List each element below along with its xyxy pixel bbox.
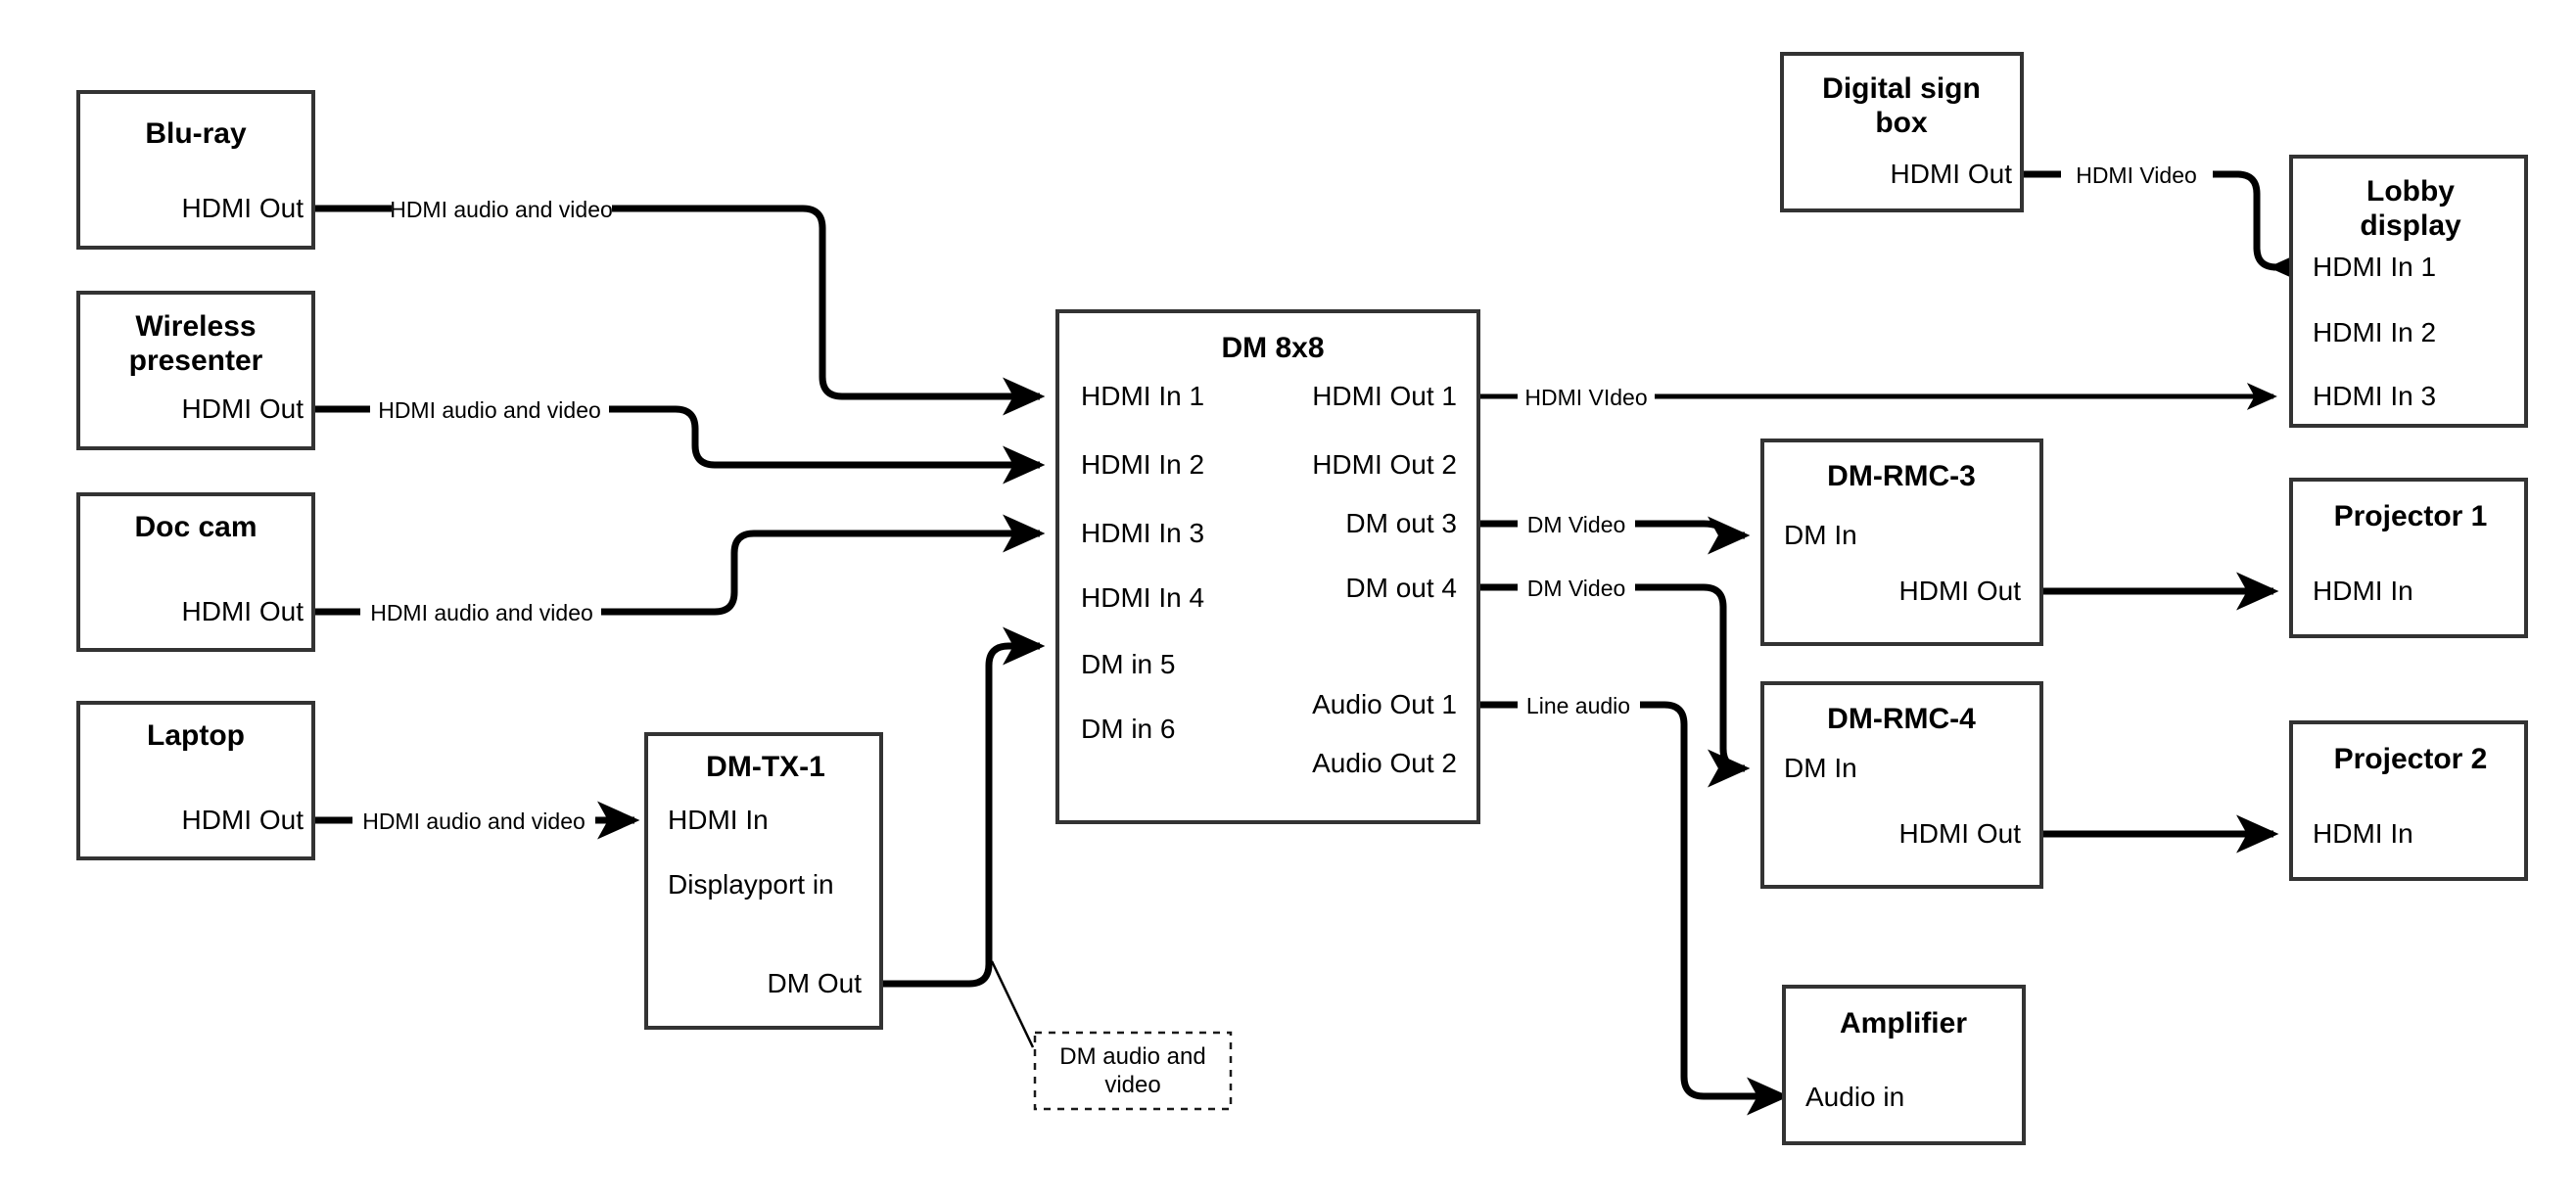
device-digital-sign-box-title-line2: box: [1875, 107, 1928, 139]
switcher-input-hdmi-in-4: HDMI In 4: [1081, 582, 1204, 613]
switcher-output-hdmi-out-2: HDMI Out 2: [1312, 449, 1457, 480]
device-digital-sign-box-port-out: HDMI Out: [1891, 159, 2013, 189]
device-projector-1-title: Projector 1: [2334, 500, 2488, 532]
device-dm-tx-1-port-hdmi-in: HDMI In: [668, 805, 769, 835]
device-dm-8x8-title: DM 8x8: [1221, 332, 1324, 364]
switcher-input-dm-in-5: DM in 5: [1081, 649, 1175, 679]
switcher-input-hdmi-in-1: HDMI In 1: [1081, 381, 1204, 411]
device-dm-8x8-frame: [1055, 309, 1480, 824]
device-lobby-display-title-line2: display: [2360, 209, 2461, 242]
wire-label-switcher-out3: DM Video: [1527, 512, 1626, 537]
device-bluray-port-out: HDMI Out: [182, 193, 304, 223]
device-dm-8x8-switcher[interactable]: DM 8x8 HDMI In 1 HDMI In 2 HDMI In 3 HDM…: [1055, 309, 1480, 824]
device-amplifier-frame: [1782, 985, 2026, 1145]
device-laptop-frame: [76, 701, 315, 860]
switcher-output-audio-out-1: Audio Out 1: [1312, 689, 1457, 719]
device-wireless-presenter[interactable]: Wireless presenter HDMI Out: [76, 291, 315, 450]
switcher-output-dm-out-4: DM out 4: [1345, 573, 1457, 603]
wire-switcher-out4-to-rmc4: [1478, 583, 1745, 768]
wire-label-switcher-audio1: Line audio: [1526, 693, 1630, 718]
device-amplifier-title: Amplifier: [1840, 1007, 1967, 1039]
switcher-input-hdmi-in-3: HDMI In 3: [1081, 518, 1204, 548]
wire-label-laptop: HDMI audio and video: [362, 808, 585, 834]
callout-note-line2: video: [1104, 1072, 1160, 1098]
wire-bluray-to-switcher: [313, 205, 1040, 396]
wire-label-switcher-out1: HDMI VIdeo: [1524, 385, 1647, 410]
device-projector-2-title: Projector 2: [2334, 743, 2488, 775]
wire-wireless-to-switcher: [313, 405, 1040, 465]
switcher-output-audio-out-2: Audio Out 2: [1312, 748, 1457, 778]
device-projector-1[interactable]: Projector 1 HDMI In: [2289, 478, 2528, 638]
switcher-input-hdmi-in-2: HDMI In 2: [1081, 449, 1204, 480]
device-dm-rmc-4-port-in: DM In: [1784, 753, 1857, 783]
device-dm-tx-1-title: DM-TX-1: [706, 751, 825, 783]
device-digital-sign-box-frame: [1780, 52, 2024, 212]
switcher-input-dm-in-6: DM in 6: [1081, 714, 1175, 744]
device-dm-tx-1-frame: [644, 732, 883, 1030]
device-dm-rmc-4-title: DM-RMC-4: [1827, 703, 1976, 735]
wire-sign-to-lobby: [2022, 170, 2276, 267]
device-wireless-presenter-title-line1: Wireless: [135, 310, 256, 343]
device-bluray-frame: [76, 90, 315, 250]
wire-label-wireless: HDMI audio and video: [378, 397, 601, 423]
device-dm-rmc-3-frame: [1760, 439, 2043, 646]
device-lobby-display[interactable]: Lobby display HDMI In 1 HDMI In 2 HDMI I…: [2289, 155, 2528, 428]
device-dm-tx-1-port-dp-in: Displayport in: [668, 869, 834, 900]
device-dm-rmc-3-port-in: DM In: [1784, 520, 1857, 550]
wire-switcher-out3-to-rmc3: [1478, 524, 1745, 535]
device-doc-cam-title: Doc cam: [134, 511, 257, 543]
device-dm-rmc-4-port-out: HDMI Out: [1899, 818, 2022, 849]
device-dm-rmc-4[interactable]: DM-RMC-4 DM In HDMI Out: [1760, 681, 2043, 889]
device-dm-tx-1-port-dm-out: DM Out: [768, 968, 863, 998]
device-doc-cam[interactable]: Doc cam HDMI Out: [76, 492, 315, 652]
device-lobby-display-title-line1: Lobby: [2366, 175, 2455, 208]
wire-label-doccam: HDMI audio and video: [370, 600, 593, 625]
device-doc-cam-frame: [76, 492, 315, 652]
device-projector-2-port-in: HDMI In: [2313, 818, 2413, 849]
wire-label-bluray: HDMI audio and video: [390, 197, 613, 222]
device-laptop-port-out: HDMI Out: [182, 805, 304, 835]
device-amplifier[interactable]: Amplifier Audio in: [1782, 985, 2026, 1145]
device-dm-rmc-3-port-out: HDMI Out: [1899, 576, 2022, 606]
wire-doccam-to-switcher: [313, 533, 1040, 616]
device-bluray[interactable]: Blu-ray HDMI Out: [76, 90, 315, 250]
wire-label-sign: HDMI Video: [2076, 162, 2197, 188]
switcher-output-dm-out-3: DM out 3: [1345, 508, 1457, 538]
device-amplifier-port-in: Audio in: [1805, 1082, 1904, 1112]
lobby-display-input-hdmi-in-1: HDMI In 1: [2313, 252, 2436, 282]
device-laptop[interactable]: Laptop HDMI Out: [76, 701, 315, 860]
switcher-output-hdmi-out-1: HDMI Out 1: [1312, 381, 1457, 411]
device-projector-1-frame: [2289, 478, 2528, 638]
lobby-display-input-hdmi-in-3: HDMI In 3: [2313, 381, 2436, 411]
note-leader-line: [990, 960, 1035, 1048]
device-bluray-title: Blu-ray: [145, 117, 247, 150]
device-wireless-presenter-frame: [76, 291, 315, 450]
callout-note-frame: [1033, 1031, 1233, 1111]
device-digital-sign-box-title-line1: Digital sign: [1822, 72, 1981, 105]
device-wireless-presenter-title-line2: presenter: [129, 345, 263, 377]
device-wireless-presenter-port-out: HDMI Out: [182, 393, 304, 424]
device-dm-rmc-4-frame: [1760, 681, 2043, 889]
device-laptop-title: Laptop: [147, 719, 245, 752]
device-dm-rmc-3-title: DM-RMC-3: [1827, 460, 1976, 492]
device-projector-2[interactable]: Projector 2 HDMI In: [2289, 720, 2528, 881]
device-digital-sign-box[interactable]: Digital sign box HDMI Out: [1780, 52, 2024, 212]
device-dm-tx-1[interactable]: DM-TX-1 HDMI In Displayport in DM Out: [644, 732, 883, 1030]
wire-label-switcher-out4: DM Video: [1527, 576, 1626, 601]
device-lobby-display-frame: [2289, 155, 2528, 428]
callout-note-line1: DM audio and: [1059, 1043, 1205, 1070]
device-projector-1-port-in: HDMI In: [2313, 576, 2413, 606]
lobby-display-input-hdmi-in-2: HDMI In 2: [2313, 317, 2436, 347]
device-dm-rmc-3[interactable]: DM-RMC-3 DM In HDMI Out: [1760, 439, 2043, 646]
device-projector-2-frame: [2289, 720, 2528, 881]
wire-tx-to-switcher: [881, 626, 1046, 988]
callout-note-dm-audio-video: DM audio and video: [1033, 1031, 1233, 1111]
device-doc-cam-port-out: HDMI Out: [182, 596, 304, 626]
wire-switcher-audio1-to-amp: [1478, 701, 1784, 1096]
